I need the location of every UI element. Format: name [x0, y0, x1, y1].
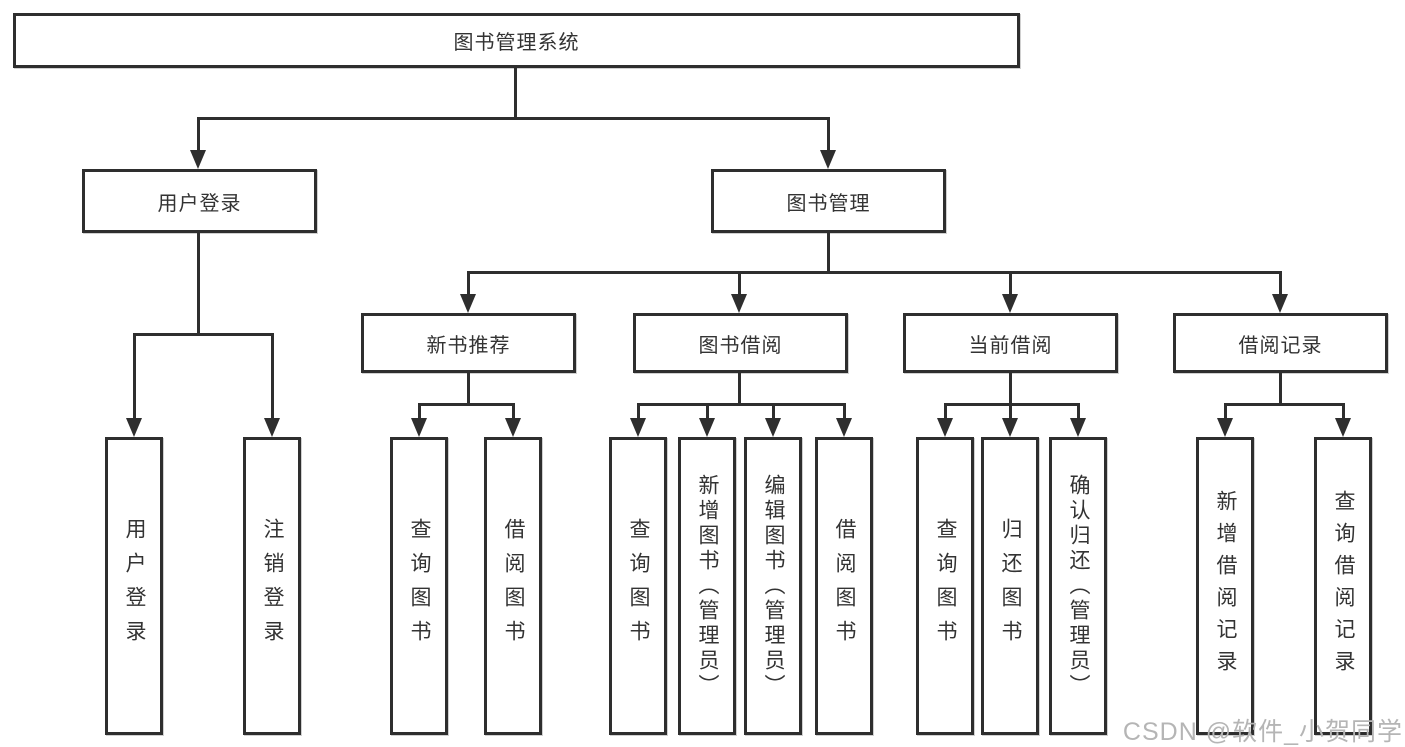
node-leaf-nb-borrow: 借阅图书 — [484, 437, 542, 735]
edge-to-bb-borrow — [843, 403, 846, 421]
edge-to-cb-return — [1009, 403, 1012, 421]
node-root: 图书管理系统 — [13, 13, 1020, 68]
leaf-label: 借阅图书 — [502, 518, 525, 654]
arrowhead-icon — [1002, 418, 1018, 437]
leaf-label: 归还图书 — [999, 518, 1022, 654]
arrowhead-icon — [411, 418, 427, 437]
node-leaf-cb-return: 归还图书 — [981, 437, 1039, 735]
node-leaf-bb-borrow: 借阅图书 — [815, 437, 873, 735]
node-leaf-user-login: 用户登录 — [105, 437, 163, 735]
node-borrow-record-label: 借阅记录 — [1238, 334, 1323, 357]
edge-book-mgmt-rail — [467, 271, 1282, 274]
edge-to-book-mgmt — [827, 117, 830, 153]
edge-to-user-login — [197, 117, 200, 153]
arrowhead-icon — [1217, 418, 1233, 437]
edge-user-login-rail — [133, 333, 274, 336]
leaf-label: 确认归还（管理员） — [1067, 473, 1090, 699]
node-leaf-br-add: 新增借阅记录 — [1196, 437, 1254, 735]
edge-to-new-book-rec — [467, 271, 470, 297]
node-root-label: 图书管理系统 — [453, 32, 580, 54]
leaf-label: 新增图书（管理员） — [696, 473, 719, 699]
arrowhead-icon — [820, 150, 836, 169]
node-book-borrow: 图书借阅 — [633, 313, 848, 373]
node-leaf-nb-query: 查询图书 — [390, 437, 448, 735]
node-leaf-bb-query: 查询图书 — [609, 437, 667, 735]
arrowhead-icon — [1070, 418, 1086, 437]
arrowhead-icon — [1272, 294, 1288, 313]
edge-new-book-rec-rail — [418, 403, 515, 406]
edge-book-borrow-stem — [738, 373, 741, 405]
arrowhead-icon — [505, 418, 521, 437]
node-current-borrow: 当前借阅 — [903, 313, 1118, 373]
node-book-borrow-label: 图书借阅 — [698, 334, 783, 357]
edge-to-bb-edit — [772, 403, 775, 421]
edge-to-current-borrow — [1009, 271, 1012, 297]
arrowhead-icon — [699, 418, 715, 437]
leaf-label: 查询图书 — [934, 518, 957, 654]
arrowhead-icon — [126, 418, 142, 437]
arrowhead-icon — [630, 418, 646, 437]
edge-to-borrow-record — [1279, 271, 1282, 297]
arrowhead-icon — [836, 418, 852, 437]
edge-to-leaf-logout — [271, 333, 274, 421]
edge-borrow-record-stem — [1279, 373, 1282, 405]
leaf-label: 查询图书 — [627, 518, 650, 654]
edge-book-mgmt-stem — [827, 233, 830, 273]
leaf-label: 查询图书 — [408, 518, 431, 654]
edge-book-borrow-rail — [637, 403, 846, 406]
edge-to-cb-query — [944, 403, 947, 421]
node-leaf-bb-edit: 编辑图书（管理员） — [744, 437, 802, 735]
edge-to-leaf-user-login — [133, 333, 136, 421]
node-new-book-rec: 新书推荐 — [361, 313, 576, 373]
node-leaf-cb-query: 查询图书 — [916, 437, 974, 735]
node-user-login: 用户登录 — [82, 169, 317, 233]
arrowhead-icon — [1002, 294, 1018, 313]
leaf-label: 注销登录 — [261, 518, 284, 654]
node-book-mgmt: 图书管理 — [711, 169, 946, 233]
node-current-borrow-label: 当前借阅 — [968, 334, 1053, 357]
edge-to-cb-confirm — [1077, 403, 1080, 421]
csdn-watermark: CSDN @软件_小贺同学 — [1122, 718, 1403, 746]
node-new-book-rec-label: 新书推荐 — [426, 334, 511, 357]
node-book-mgmt-label: 图书管理 — [786, 192, 871, 215]
arrowhead-icon — [190, 150, 206, 169]
arrowhead-icon — [1335, 418, 1351, 437]
leaf-label: 借阅图书 — [833, 518, 856, 654]
edge-to-book-borrow — [738, 271, 741, 297]
arrowhead-icon — [264, 418, 280, 437]
leaf-label: 新增借阅记录 — [1214, 490, 1237, 682]
arrowhead-icon — [765, 418, 781, 437]
edge-to-br-query — [1342, 403, 1345, 421]
leaf-label: 查询借阅记录 — [1332, 490, 1355, 682]
edge-to-bb-query — [637, 403, 640, 421]
edge-current-borrow-rail — [944, 403, 1080, 406]
edge-to-nb-query — [418, 403, 421, 421]
edge-to-nb-borrow — [512, 403, 515, 421]
arrowhead-icon — [937, 418, 953, 437]
node-leaf-bb-add: 新增图书（管理员） — [678, 437, 736, 735]
edge-borrow-record-rail — [1224, 403, 1345, 406]
edge-user-login-stem — [197, 233, 200, 335]
leaf-label: 用户登录 — [123, 518, 146, 654]
arrowhead-icon — [460, 294, 476, 313]
edge-new-book-rec-stem — [467, 373, 470, 405]
arrowhead-icon — [731, 294, 747, 313]
node-leaf-br-query: 查询借阅记录 — [1314, 437, 1372, 735]
edge-to-bb-add — [706, 403, 709, 421]
edge-current-borrow-stem — [1009, 373, 1012, 405]
edge-to-br-add — [1224, 403, 1227, 421]
node-leaf-cb-confirm: 确认归还（管理员） — [1049, 437, 1107, 735]
leaf-label: 编辑图书（管理员） — [762, 473, 785, 699]
edge-root-rail — [197, 117, 830, 120]
node-borrow-record: 借阅记录 — [1173, 313, 1388, 373]
node-user-login-label: 用户登录 — [157, 192, 242, 215]
edge-root-stem — [514, 68, 517, 119]
node-leaf-logout: 注销登录 — [243, 437, 301, 735]
